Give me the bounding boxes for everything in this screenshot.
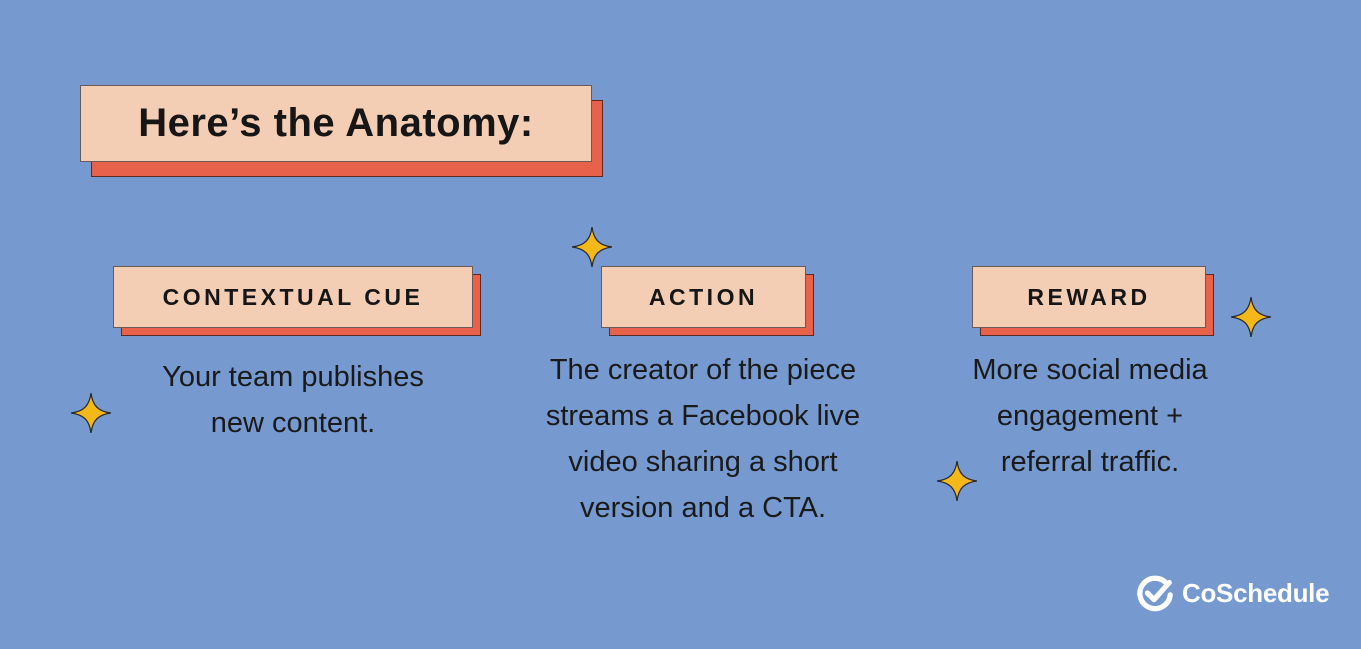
step-description: The creator of the piece streams a Faceb…: [545, 354, 861, 524]
sparkle-icon: [70, 392, 112, 434]
step-description: Your team publishes new content.: [162, 361, 424, 439]
step-label: REWARD: [972, 266, 1206, 328]
sparkle-icon: [936, 460, 978, 502]
brand-name: CoSchedule: [1182, 577, 1330, 608]
page-title: Here’s the Anatomy:: [80, 85, 592, 162]
sparkle-icon: [1230, 296, 1272, 338]
sparkle-icon: [571, 226, 613, 268]
coschedule-logo: CoSchedule: [1136, 574, 1330, 612]
step-description: More social media engagement + referral …: [972, 354, 1208, 478]
step-label: CONTEXTUAL CUE: [113, 266, 473, 328]
step-label: ACTION: [601, 266, 806, 328]
checkmark-circle-icon: [1136, 574, 1174, 612]
